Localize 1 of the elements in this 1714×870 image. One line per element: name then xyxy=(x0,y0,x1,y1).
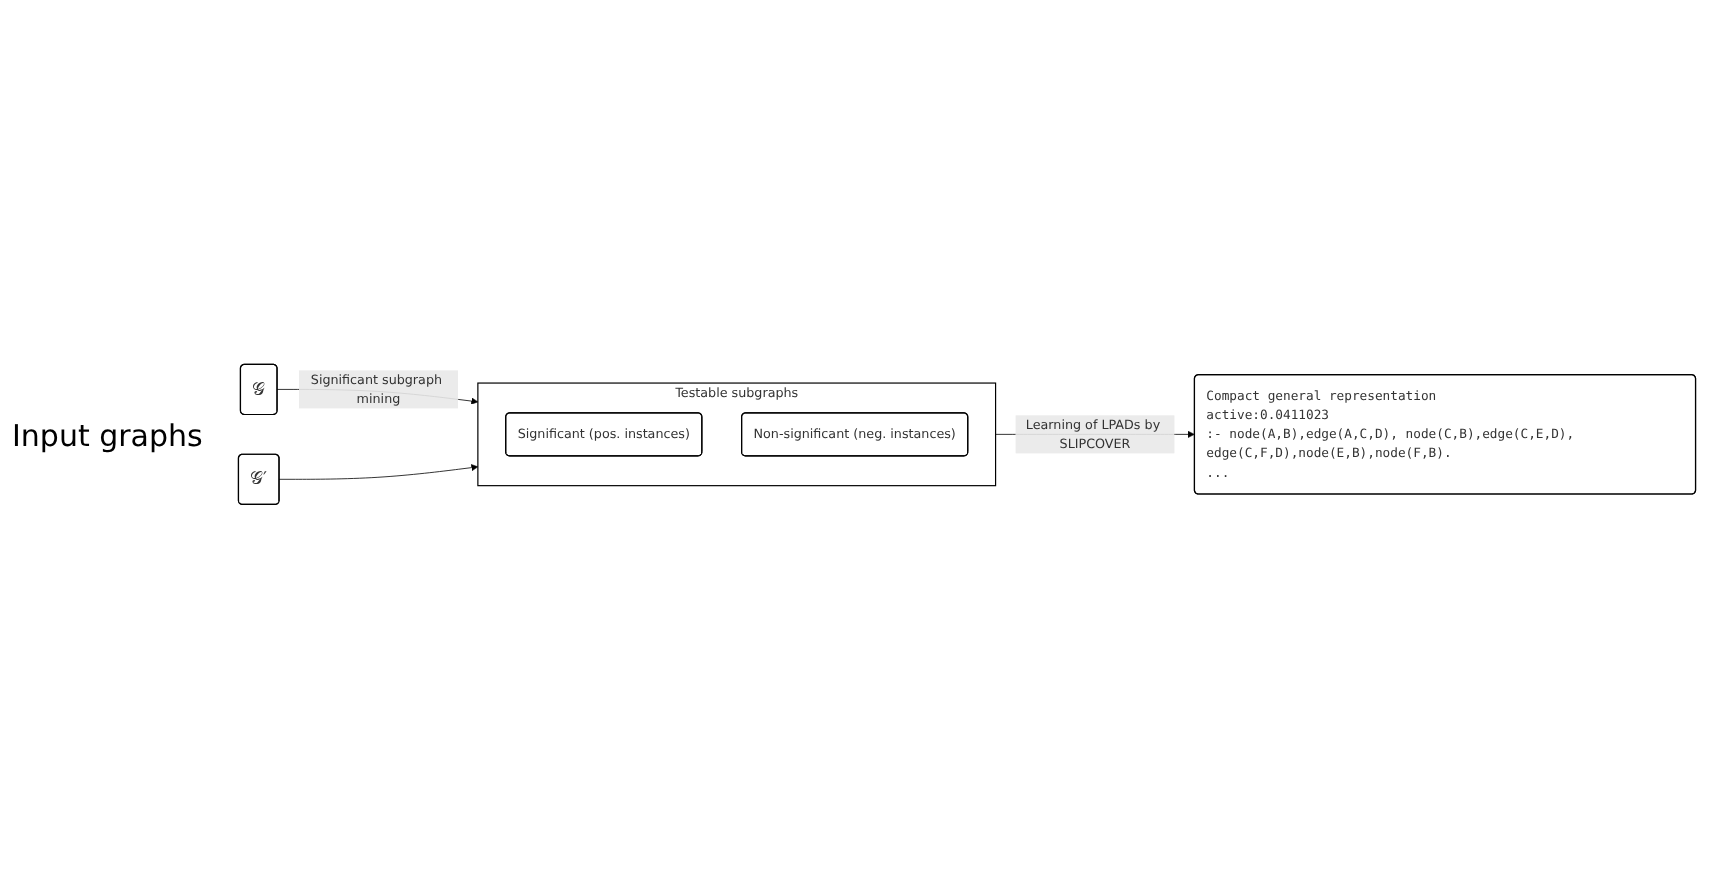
section-heading: Input graphs xyxy=(12,417,205,453)
